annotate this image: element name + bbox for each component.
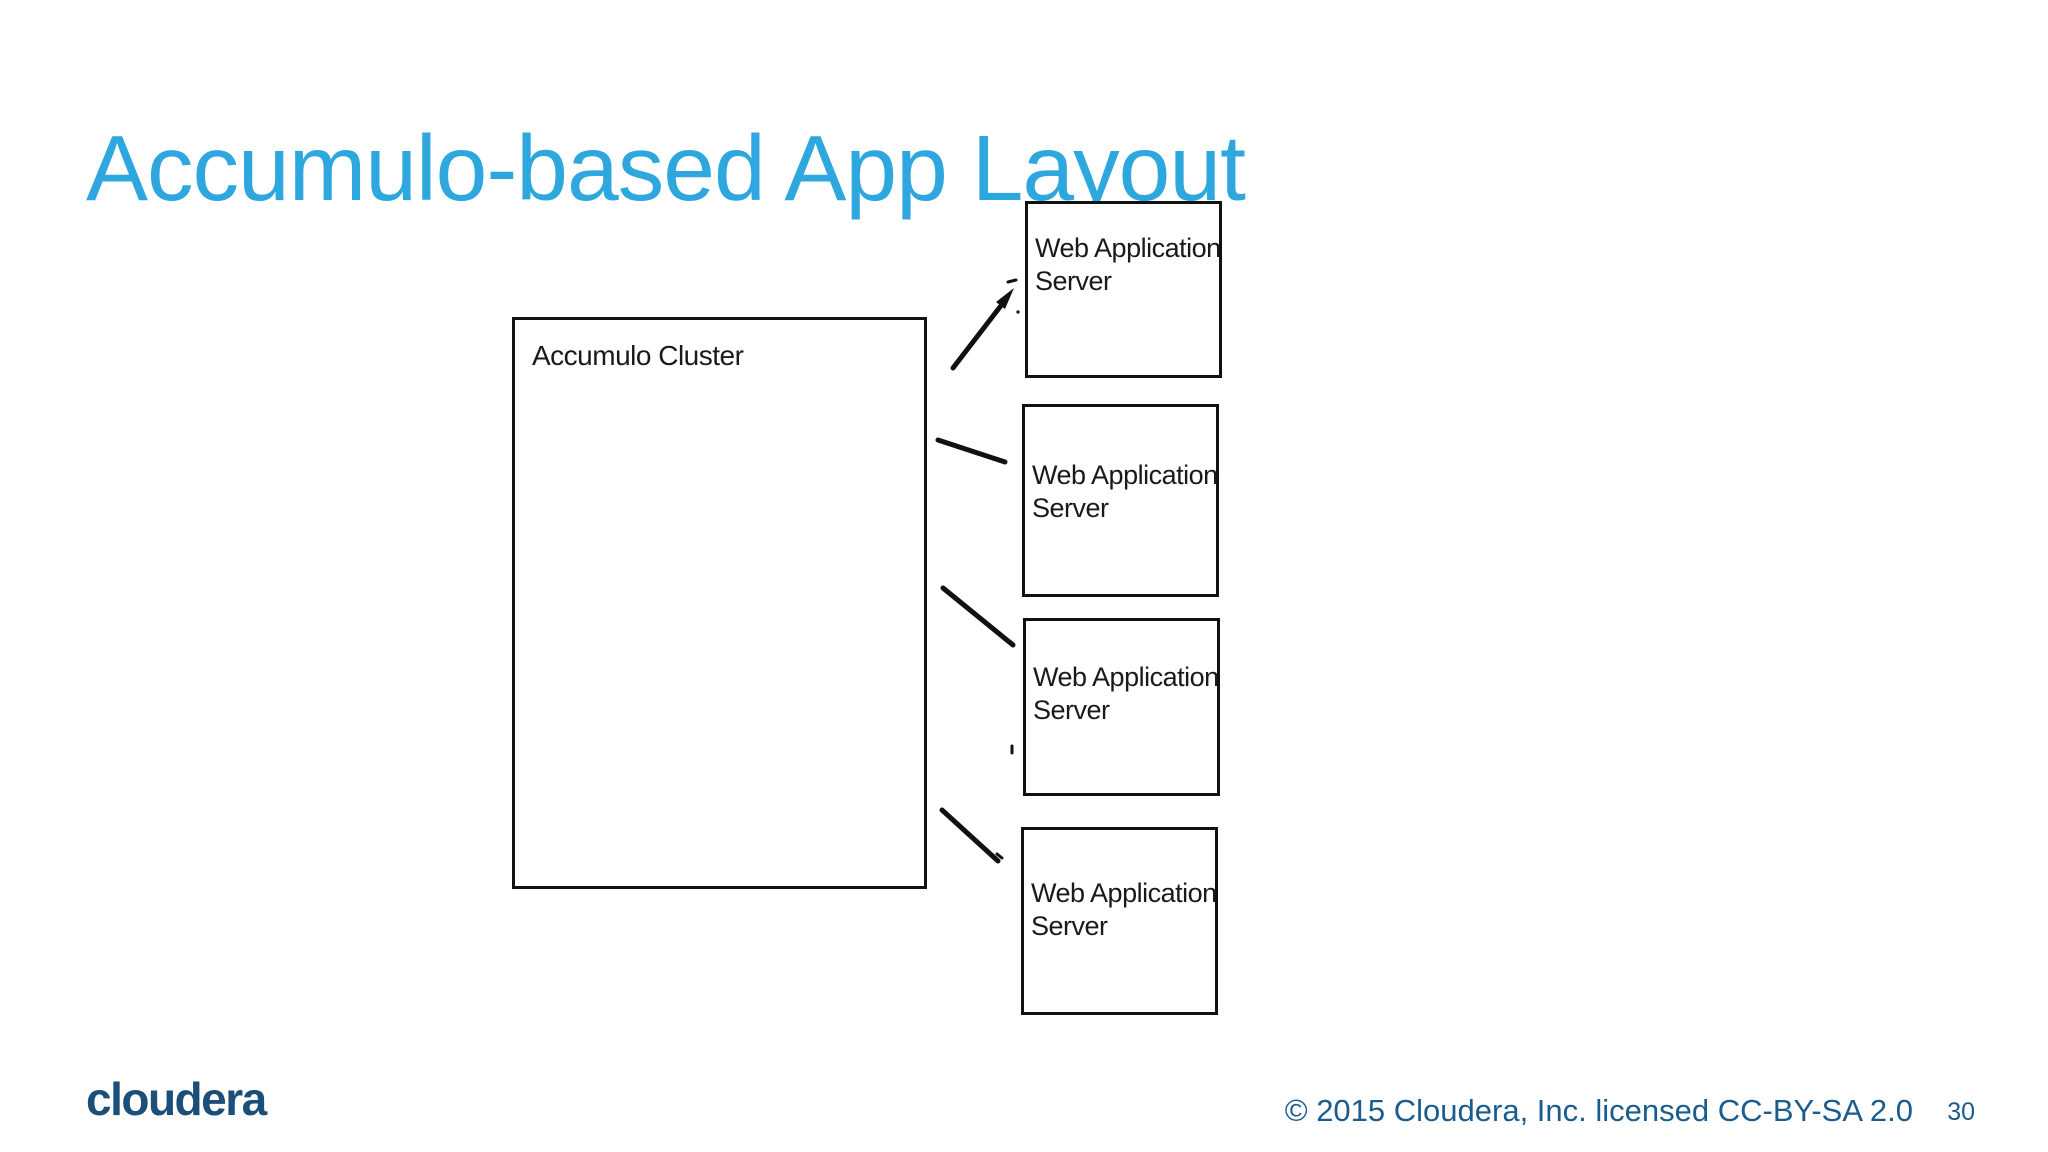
web-app-server-label-4: Web Application Server xyxy=(1031,878,1217,941)
web-app-server-label-2: Web Application Server xyxy=(1032,460,1218,523)
stray-mark-2 xyxy=(1016,310,1020,314)
copyright-text: © 2015 Cloudera, Inc. licensed CC-BY-SA … xyxy=(1284,1093,1913,1128)
accumulo-cluster-label: Accumulo Cluster xyxy=(532,340,744,371)
connector-line-2 xyxy=(935,437,1008,465)
connector-line-1 xyxy=(950,300,1006,371)
connector-line-3 xyxy=(940,585,1016,648)
web-app-server-box-3: Web Application Server xyxy=(1023,618,1220,796)
stray-mark-1 xyxy=(1006,278,1018,284)
page-number: 30 xyxy=(1947,1098,1975,1126)
connector-line-4 xyxy=(939,807,1001,864)
web-app-server-box-1: Web Application Server xyxy=(1025,201,1222,378)
arrowhead-icon xyxy=(996,288,1014,309)
web-app-server-label-1: Web Application Server xyxy=(1035,233,1221,296)
web-app-server-box-4: Web Application Server xyxy=(1021,827,1218,1015)
accumulo-cluster-box: Accumulo Cluster xyxy=(512,317,927,889)
cloudera-logo: cloudera xyxy=(86,1073,267,1125)
stray-mark-4 xyxy=(995,852,1004,860)
web-app-server-label-3: Web Application Server xyxy=(1033,662,1219,725)
web-app-server-box-2: Web Application Server xyxy=(1022,404,1219,597)
